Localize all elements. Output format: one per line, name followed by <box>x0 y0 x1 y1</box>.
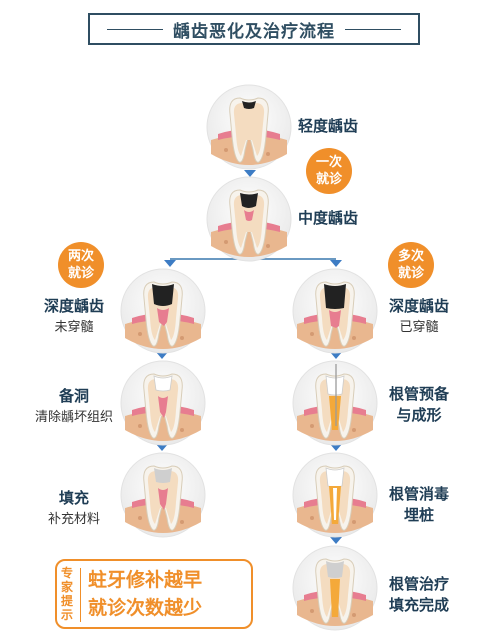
tooth-filled-image <box>120 452 206 538</box>
tooth-root-canal-disinfect-image <box>292 452 378 538</box>
arrow-down-right-1 <box>330 352 342 359</box>
stage-label-fill-sub: 补充材料 <box>47 512 100 527</box>
stage-label-prep-sub: 清除龋坏组织 <box>34 410 113 425</box>
tooth-deep-caries-pulp-exposed-image <box>292 268 378 354</box>
expert-tip-box <box>55 559 253 629</box>
stage-label-root-disinfect-line1: 根管消毒 <box>388 485 449 503</box>
stage-label-fill-title: 填充 <box>58 489 89 507</box>
tooth-mild-caries-image <box>206 84 292 170</box>
tooth-root-canal-prep-image <box>292 360 378 446</box>
expert-tip-divider <box>80 568 81 622</box>
expert-tip-text: 蛀牙修补越早 就诊次数越少 <box>88 566 202 622</box>
stage-label-root-prep-line1: 根管预备 <box>388 385 449 403</box>
stage-label-prep: 备洞 清除龋坏组织 <box>18 386 130 428</box>
tooth-root-canal-complete-image <box>292 545 378 631</box>
page-title: 龋齿恶化及治疗流程 <box>173 21 335 42</box>
expert-tip-line2: 就诊次数越少 <box>88 597 203 619</box>
stage-label-root-treat-line2: 填充完成 <box>388 596 449 614</box>
stage-label-root-treat-line1: 根管治疗 <box>388 575 449 593</box>
visit-badge-one: 一次 就诊 <box>306 148 352 194</box>
stage-label-deep-left-sub: 未穿髓 <box>54 320 94 335</box>
title-banner: 龋齿恶化及治疗流程 <box>88 13 420 45</box>
visit-badge-two: 两次 就诊 <box>58 242 104 288</box>
stage-label-root-disinfect: 根管消毒 埋桩 <box>379 484 459 526</box>
arrow-down-right-2 <box>330 444 342 451</box>
stage-label-root-prep: 根管预备 与成形 <box>379 384 459 426</box>
arrow-down-left-branch <box>164 260 176 267</box>
stage-label-prep-title: 备洞 <box>58 387 89 405</box>
tooth-cavity-prep-image <box>120 360 206 446</box>
stage-label-mild: 轻度龋齿 <box>298 117 359 135</box>
title-rule-left <box>107 28 163 30</box>
stage-label-deep-left-title: 深度龋齿 <box>43 297 104 315</box>
stage-label-root-disinfect-line2: 埋桩 <box>403 506 434 524</box>
tooth-moderate-caries-image <box>206 176 292 262</box>
stage-label-deep-right: 深度龋齿 已穿髓 <box>379 296 459 338</box>
stage-label-deep-right-sub: 已穿髓 <box>399 320 439 335</box>
stage-label-moderate: 中度龋齿 <box>298 209 359 227</box>
stage-label-deep-right-title: 深度龋齿 <box>388 297 449 315</box>
stage-label-root-treat: 根管治疗 填充完成 <box>379 574 459 616</box>
stage-label-fill: 填充 补充材料 <box>34 488 114 530</box>
arrow-down-right-branch <box>330 260 342 267</box>
arrow-down-left-2 <box>156 444 168 451</box>
arrow-down-mild-to-moderate <box>244 170 256 177</box>
arrow-down-right-3 <box>330 537 342 544</box>
expert-tip-line1: 蛀牙修补越早 <box>88 569 203 591</box>
stage-label-deep-left: 深度龋齿 未穿髓 <box>34 296 114 338</box>
tooth-deep-caries-no-pulp-image <box>120 268 206 354</box>
arrow-down-left-1 <box>156 352 168 359</box>
title-rule-right <box>345 28 401 30</box>
expert-tip-label: 专家提示 <box>60 566 73 622</box>
stage-label-root-prep-line2: 与成形 <box>396 406 442 424</box>
visit-badge-many: 多次 就诊 <box>388 242 434 288</box>
